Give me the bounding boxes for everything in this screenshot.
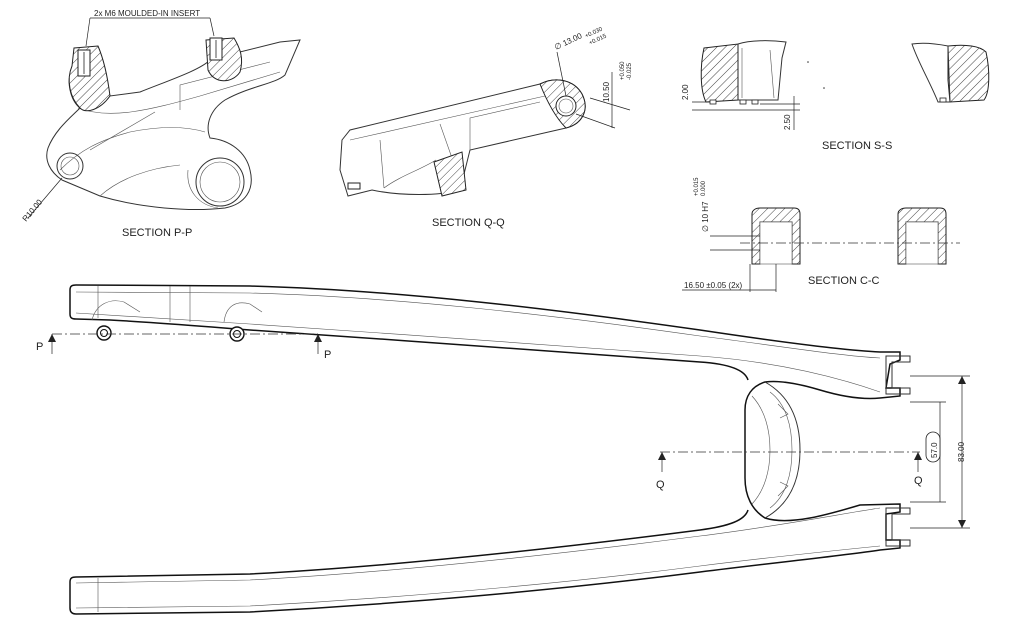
- section-s-s-label: SECTION S-S: [822, 140, 892, 152]
- len10-tol-lower: -0.025: [627, 62, 633, 80]
- section-s-s-view: [692, 40, 990, 130]
- len10-tol-upper: +0.050: [620, 61, 626, 80]
- cc-tol-lower: 0.000: [701, 180, 707, 196]
- cc-tol-upper: +0.015: [694, 177, 700, 196]
- dia13-dimension: ∅ 13.00: [553, 31, 584, 52]
- ss-bottom-dimension: 2.50: [783, 114, 792, 130]
- len10-dimension: 10.50: [602, 81, 611, 102]
- cut-label-p-right: P: [324, 349, 331, 361]
- cc-dia-dimension: ∅ 10 H7: [701, 201, 710, 232]
- section-p-p-label: SECTION P-P: [122, 227, 192, 239]
- span83-dimension: 83.00: [957, 441, 966, 462]
- section-c-c-view: [682, 207, 960, 292]
- section-q-q-view: [339, 51, 631, 197]
- swingarm-main-view: [48, 284, 970, 615]
- cut-label-p-left: P: [36, 341, 43, 353]
- ss-top-dimension: 2.00: [681, 84, 690, 100]
- section-p-p-view: [27, 17, 301, 219]
- cut-label-q-right: Q: [914, 475, 923, 487]
- cc-width-dimension: 16.50 ±0.05 (2x): [684, 281, 743, 290]
- span57-dimension: 57.0: [930, 442, 939, 458]
- cut-label-q-left: Q: [656, 479, 665, 491]
- section-c-c-label: SECTION C-C: [808, 275, 880, 287]
- insert-note: 2x M6 MOULDED-IN INSERT: [94, 9, 200, 18]
- section-q-q-label: SECTION Q-Q: [432, 217, 505, 229]
- radius-dimension: R10.00: [21, 197, 45, 223]
